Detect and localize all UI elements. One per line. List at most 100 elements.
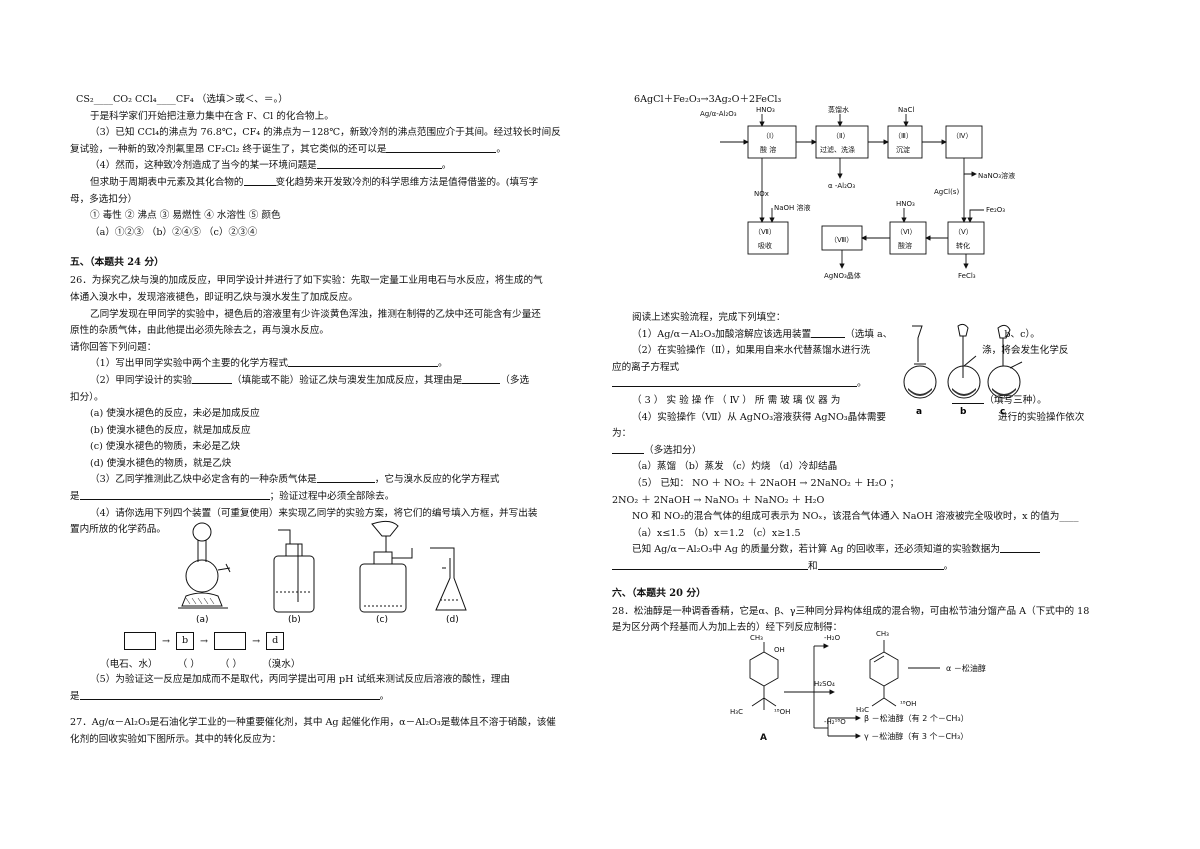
answer-blank[interactable] xyxy=(952,393,985,404)
text-line: 是。 xyxy=(70,689,390,702)
answer-blank[interactable] xyxy=(287,356,438,368)
text-line: 原性的杂质气体，由此他提出必须先除去之，再与溴水反应。 xyxy=(70,325,330,337)
text-line: 已知 Ag/α－Al₂O₃中 Ag 的质量分数，若计算 Ag 的回收率，还必须知… xyxy=(612,542,1132,559)
fig-label-b: (b) xyxy=(288,615,301,625)
answer-blank[interactable] xyxy=(386,142,497,153)
mol-A: A xyxy=(760,733,767,743)
mol-oh18: ¹⁸OH xyxy=(774,708,790,716)
text-line: 复试验，一种新的致冷剂氟里昂 CF₂Cl₂ 终于诞生了，其它类似的还可以是。 xyxy=(70,142,507,155)
text-line: （多选扣分） xyxy=(612,443,1132,460)
flow-agcl: AgCl(s) xyxy=(934,188,959,196)
answer-blank[interactable] xyxy=(612,376,857,388)
question-27: 27．Ag/α－Al₂O₃是石油化学工业的一种重要催化剂，其中 Ag 起催化作用… xyxy=(70,717,556,729)
flow-nano3: NaNO₃溶液 xyxy=(978,171,1015,180)
chain-box-b: b xyxy=(176,632,195,650)
left-column: CS₂____CO₂ CCl₄____CF₄ （选填＞或＜、＝。） 于是科学家们… xyxy=(70,92,590,539)
ring-A xyxy=(749,651,779,687)
text-line: （a）①②③ （b）②④⑤ （c）②③④ xyxy=(90,226,258,238)
answer-blank[interactable] xyxy=(192,373,233,384)
option-a: (a) 使溴水褪色的反应，未必是加成反应 xyxy=(90,408,260,420)
alpha-terpineol: α －松油醇 xyxy=(946,663,986,673)
text-line: （4）实验操作（Ⅶ）从 AgNO₃溶液获得 AgNO₃晶体需要进行的实验操作依次 xyxy=(632,411,1085,423)
flow-b8-num: （Ⅷ） xyxy=(830,236,853,244)
text-line: 化剂的回收实验如下图所示。其中的转化反应为： xyxy=(70,733,282,745)
right-column-top: 6AgCl＋Fe₂O₃→3Ag₂O＋2FeCl₃ xyxy=(634,92,1134,109)
flow-agno3: AgNO₃晶体 xyxy=(824,271,861,280)
answer-blank[interactable] xyxy=(316,472,375,484)
flow-hno3: HNO₃ xyxy=(756,106,775,114)
funnel-c xyxy=(997,324,1011,339)
text-line: （1）Ag/α－Al₂O₃加酸溶解应该选用装置（选填 a、b、c）。 xyxy=(632,327,1040,340)
text-line: （4）然而，这种致冷剂造成了当今的某一环境问题是。 xyxy=(90,158,452,172)
flask-label-b: b xyxy=(960,407,967,417)
flow-b3: 沉淀 xyxy=(896,145,910,154)
text-line: 扣分）。 xyxy=(70,391,104,403)
text-line: （2）甲同学设计的实验（填能或不能）验证乙炔与澳发生加成反应，其理由是（多选 xyxy=(90,373,530,386)
flow-b2-num: （Ⅱ） xyxy=(832,132,849,140)
text-line: 2NO₂ ＋ 2NaOH → NaNO₃ ＋ NaNO₂ ＋ H₂O xyxy=(612,494,825,506)
funnel-a xyxy=(912,325,923,362)
flow-b7-num: （Ⅶ） xyxy=(754,228,776,236)
text-line: （5）为验证这一反应是加成而不是取代，丙同学提出可用 pH 试纸来测试反应后溶液… xyxy=(90,674,511,685)
flow-b4-num: （Ⅳ） xyxy=(952,132,972,140)
chain-box-1[interactable] xyxy=(124,632,156,650)
mol-ch3-top: CH₃ xyxy=(750,634,763,642)
text-line: 母，多选扣分） xyxy=(70,193,138,205)
answer-blank[interactable] xyxy=(612,443,644,454)
answer-blank[interactable] xyxy=(999,542,1040,554)
answer-blank[interactable] xyxy=(79,489,270,501)
text-line: （ 3 ） 实 验 操 作 （ Ⅳ ） 所 需 玻 璃 仪 器 为（填写三种）。 xyxy=(632,393,1047,406)
flow-b1-num: （Ⅰ） xyxy=(762,132,778,140)
answer-blank[interactable] xyxy=(79,689,380,700)
conical-flask-d xyxy=(430,547,467,611)
text-line: 应的离子方程式 xyxy=(612,361,680,373)
mol-minus-h218o: -H₂¹⁸O xyxy=(824,718,846,726)
answer-blank[interactable] xyxy=(612,559,808,570)
apparatus-figure: (a) (b) (c) (d) xyxy=(178,520,467,625)
flow-water: 蒸馏水 xyxy=(828,105,849,114)
separatory-funnel-bottle-c xyxy=(359,520,413,613)
text-line: 是为区分两个羟基而人为加上去的）经下列反应制得： xyxy=(612,622,843,634)
flask-label-c: c xyxy=(1000,407,1005,417)
text-line: NO 和 NO₂的混合气体的组成可表示为 NOₓ，该混合气体通入 NaOH 溶液… xyxy=(632,511,1079,523)
flask-apparatus: a b c xyxy=(903,323,1023,417)
text-line: （5） 已知： NO ＋ NO₂ ＋ 2NaOH → 2NaNO₂ ＋ H₂O … xyxy=(632,477,900,489)
flow-al2o3: α -Al₂O₃ xyxy=(828,182,855,190)
chain-arrow: → xyxy=(252,635,261,647)
flow-naoh: NaOH 溶液 xyxy=(774,203,811,212)
wash-bottle-b xyxy=(273,529,315,613)
flow-b2: 过滤、洗涤 xyxy=(820,145,855,154)
beta-terpineol: β －松油醇（有 2 个－CH₃） xyxy=(864,713,969,723)
flow-b6: 酸溶 xyxy=(898,241,912,250)
chem-label-2: （ ） xyxy=(177,659,200,670)
text-line: （a）蒸馏 （b）蒸发 （c）灼烧 （d）冷却结晶 xyxy=(632,461,838,473)
text-line: 请你回答下列问题： xyxy=(70,341,157,353)
ring-alpha xyxy=(869,651,899,687)
answer-blank[interactable] xyxy=(243,175,276,186)
flow-hno3b: HNO₃ xyxy=(896,200,915,208)
flow-nox: NOx xyxy=(754,190,769,198)
answer-blank[interactable] xyxy=(462,373,501,384)
chain-arrow: → xyxy=(162,635,171,647)
left-column-bottom: （5）为验证这一反应是加成而不是取代，丙同学提出可用 pH 试纸来测试反应后溶液… xyxy=(70,672,590,748)
answer-blank[interactable] xyxy=(811,327,846,338)
text-line: （a）x≤1.5 （b）x＝1.2 （c）x≥1.5 xyxy=(632,527,801,539)
text-line: （3）已知 CCl₄的沸点为 76.8℃，CF₄ 的沸点为－128℃，新致冷剂的… xyxy=(90,127,561,139)
text-line: CS₂____CO₂ CCl₄____CF₄ （选填＞或＜、＝。） xyxy=(76,94,288,105)
kipp-generator-apparatus xyxy=(178,522,231,609)
gamma-terpineol: γ －松油醇（有 3 个－CH₃） xyxy=(864,731,968,741)
flow-b7: 吸收 xyxy=(758,241,772,250)
chem-label-4: （溴水） xyxy=(262,659,301,670)
text-line: 乙同学发现在甲同学的实验中，褪色后的溶液里有少许淡黄色浑浊，推测在制得的乙炔中还… xyxy=(90,308,541,320)
text-line: （3）乙同学推测此乙炔中必定含有的一种杂质气体是，它与溴水反应的化学方程式 xyxy=(90,472,500,486)
flow-b5: 转化 xyxy=(956,241,970,250)
flow-b3-num: （Ⅲ） xyxy=(894,132,913,140)
option-b: (b) 使溴水褪色的反应，就是加成反应 xyxy=(90,424,251,436)
fig-label-c: (c) xyxy=(376,615,388,625)
funnel-b xyxy=(957,323,969,337)
answer-blank[interactable] xyxy=(817,559,944,570)
answer-blank[interactable] xyxy=(316,158,442,170)
text-line: 阅读上述实验流程，完成下列填空： xyxy=(632,312,786,323)
chain-box-3[interactable] xyxy=(214,632,247,650)
text-line: 为： xyxy=(612,428,632,440)
